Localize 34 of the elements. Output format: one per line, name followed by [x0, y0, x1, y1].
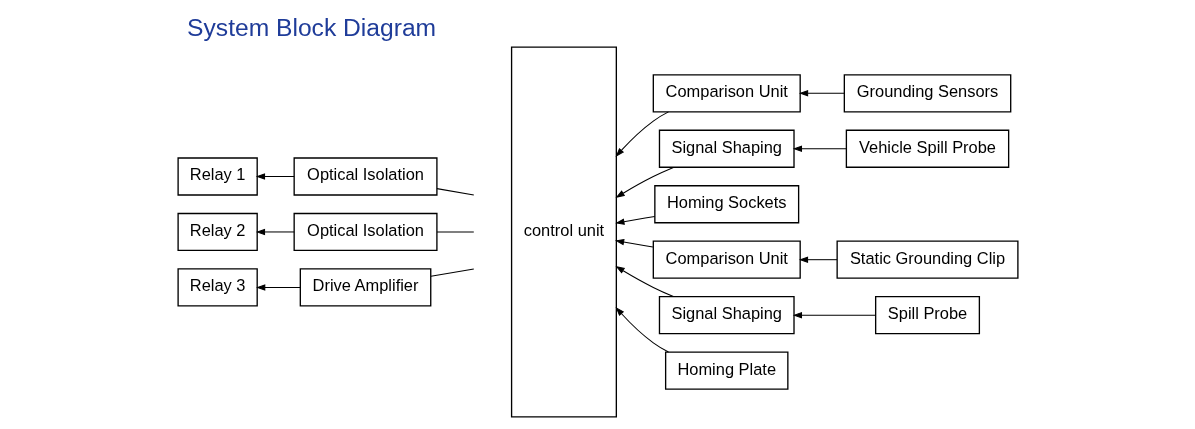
diagram-title: System Block Diagram [186, 14, 436, 42]
node-box: Relay 3 [176, 268, 258, 307]
connector [429, 268, 474, 277]
arrow [255, 173, 295, 180]
node-box: Comparison Unit [652, 240, 801, 279]
node-box: Relay 1 [176, 157, 258, 196]
node-box: Homing Sockets [653, 185, 799, 224]
arrow [798, 90, 845, 97]
arrow [615, 111, 669, 157]
arrow [614, 238, 653, 248]
node-box: Static Grounding Clip [835, 240, 1019, 279]
node-box: Vehicle Spill Probe [845, 129, 1009, 168]
arrow [614, 266, 674, 297]
node-box: Signal Shaping [658, 129, 795, 168]
node-box: Spill Probe [874, 296, 980, 335]
node-box: Optical Isolation [293, 212, 438, 252]
arrow [798, 256, 838, 263]
node-box: Grounding Sensors [843, 74, 1011, 113]
node-box: Signal Shaping [658, 296, 795, 335]
node-box: Optical Isolation [293, 157, 438, 196]
node-box: Relay 2 [176, 212, 258, 252]
arrow [614, 166, 674, 198]
arrow [614, 215, 655, 225]
connector [435, 188, 474, 196]
arrow [792, 311, 876, 319]
node-box: Comparison Unit [652, 74, 801, 113]
node-box: control unit [510, 46, 617, 418]
node-box: Homing Plate [664, 351, 788, 390]
connector [435, 231, 474, 233]
node-box: Drive Amplifier [299, 268, 431, 307]
arrow [792, 145, 847, 152]
arrow [255, 284, 301, 291]
arrow [255, 228, 295, 236]
arrow [615, 306, 669, 353]
